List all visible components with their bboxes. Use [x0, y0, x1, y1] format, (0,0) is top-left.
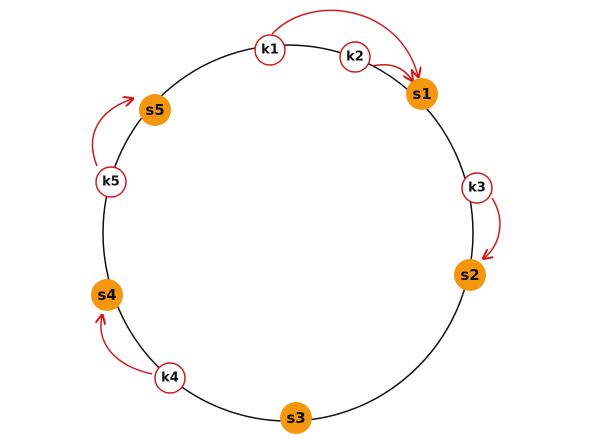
server-node-s4-label: s4 [97, 286, 116, 304]
key-node-k4-label: k4 [161, 371, 179, 386]
server-node-s3-label: s3 [286, 409, 305, 427]
key-node-k4-circle [154, 362, 186, 394]
server-node-s2-label: s2 [460, 266, 479, 284]
key-node-k5-label: k5 [102, 175, 120, 190]
server-node-s4: s4 [91, 279, 123, 311]
key-node-k3-circle [461, 172, 493, 204]
arrow-k4-to-s4 [101, 316, 153, 375]
key-node-k4: k4 [154, 362, 186, 394]
key-node-k3: k3 [461, 172, 493, 204]
server-node-s3: s3 [280, 402, 312, 434]
server-node-s3-circle [280, 402, 312, 434]
key-node-k2: k2 [339, 41, 371, 73]
arrow-layer [91, 9, 501, 375]
server-node-s1-circle [406, 78, 438, 110]
key-node-k1-label: k1 [261, 43, 279, 58]
server-node-s2: s2 [454, 259, 486, 291]
server-node-s5-circle [139, 94, 171, 126]
arrow-k2-to-s1 [371, 64, 412, 80]
server-node-s1-label: s1 [412, 85, 431, 103]
key-node-k1: k1 [254, 34, 286, 66]
key-node-k3-label: k3 [468, 181, 486, 196]
arrow-k5-to-s5 [91, 99, 132, 167]
server-node-s5-label: s5 [145, 101, 164, 119]
server-node-s1: s1 [406, 78, 438, 110]
key-node-k2-circle [339, 41, 371, 73]
key-node-k5-circle [95, 166, 127, 198]
server-node-s2-circle [454, 259, 486, 291]
key-node-k1-circle [254, 34, 286, 66]
arrow-k1-to-s1 [271, 9, 418, 76]
key-node-k5: k5 [95, 166, 127, 198]
server-node-s5: s5 [139, 94, 171, 126]
key-node-k2-label: k2 [346, 50, 364, 65]
server-node-s4-circle [91, 279, 123, 311]
arrow-k3-to-s2 [484, 197, 501, 258]
